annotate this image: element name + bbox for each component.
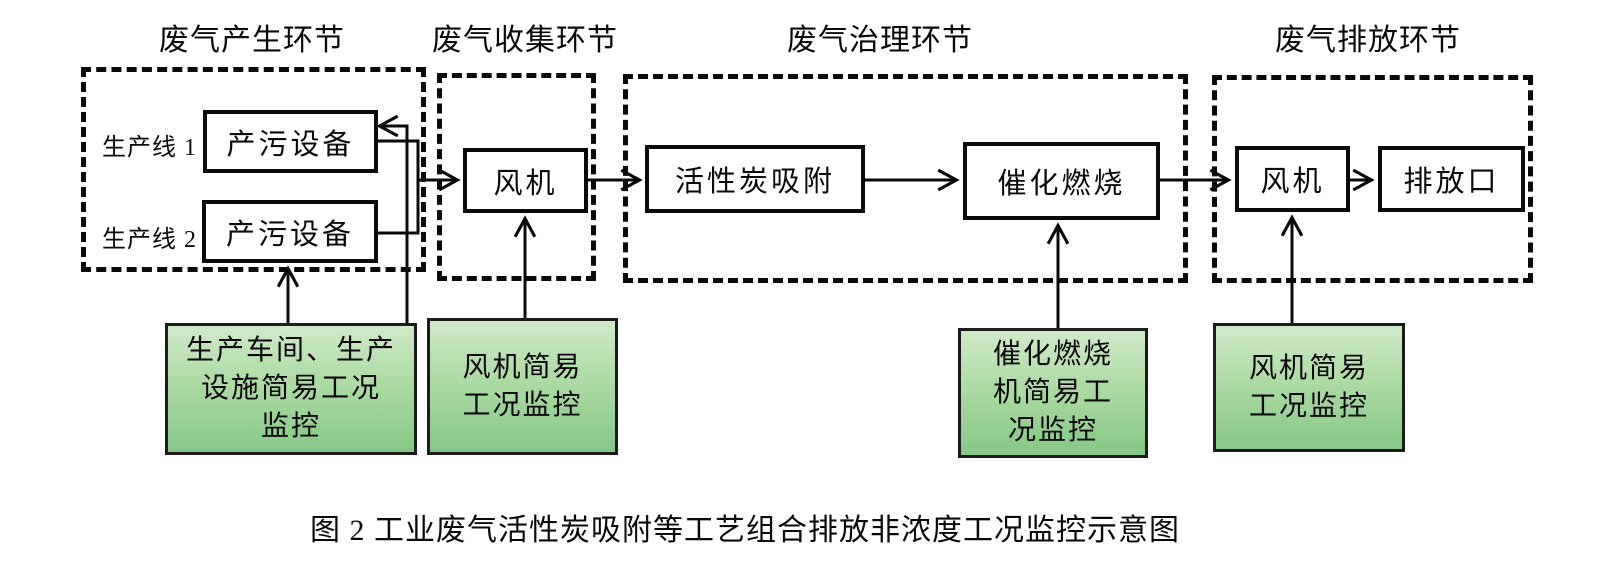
process-box-activated-carbon-adsorption: 活性炭吸附	[645, 145, 865, 213]
monitor-box-line: 机简易工	[992, 377, 1113, 408]
monitor-box-line: 生产车间、生产	[185, 335, 396, 366]
monitor-box-line: 风机简易	[1248, 352, 1369, 384]
monitor-box-line: 设施简易工况	[200, 373, 381, 404]
monitor-box-workshop-facility: 生产车间、生产 设施简易工况 监控	[165, 323, 417, 455]
production-line-1-label: 生产线 1	[102, 135, 197, 161]
monitor-box-fan-1: 风机简易 工况监控	[427, 318, 618, 455]
monitor-box-line: 催化燃烧	[992, 339, 1113, 370]
monitor-box-fan-2: 风机简易 工况监控	[1213, 323, 1405, 452]
monitor-box-catalytic-combustion: 催化燃烧 机简易工 况监控	[958, 328, 1148, 458]
monitor-box-line: 监控	[260, 411, 321, 442]
monitor-box-line: 工况监控	[462, 389, 583, 421]
section-label-collection: 废气收集环节	[432, 24, 618, 57]
production-line-2-label: 生产线 2	[102, 227, 197, 253]
section-label-generation: 废气产生环节	[159, 24, 345, 57]
figure-caption: 图 2 工业废气活性炭吸附等工艺组合排放非浓度工况监控示意图	[310, 514, 1180, 547]
monitor-box-line: 工况监控	[1248, 390, 1369, 422]
monitor-box-line: 况监控	[1007, 415, 1098, 446]
process-box-discharge-outlet: 排放口	[1378, 146, 1525, 212]
process-box-catalytic-combustion: 催化燃烧	[963, 142, 1160, 220]
process-box-fan-2: 风机	[1235, 146, 1350, 212]
process-box-polluting-equipment-1: 产污设备	[203, 110, 378, 173]
section-label-treatment: 废气治理环节	[787, 24, 973, 57]
process-box-polluting-equipment-2: 产污设备	[202, 200, 378, 263]
section-label-emission: 废气排放环节	[1275, 24, 1461, 57]
dashed-region-generation	[81, 67, 426, 272]
process-box-fan-1: 风机	[463, 148, 588, 213]
monitor-box-line: 风机简易	[462, 351, 583, 383]
